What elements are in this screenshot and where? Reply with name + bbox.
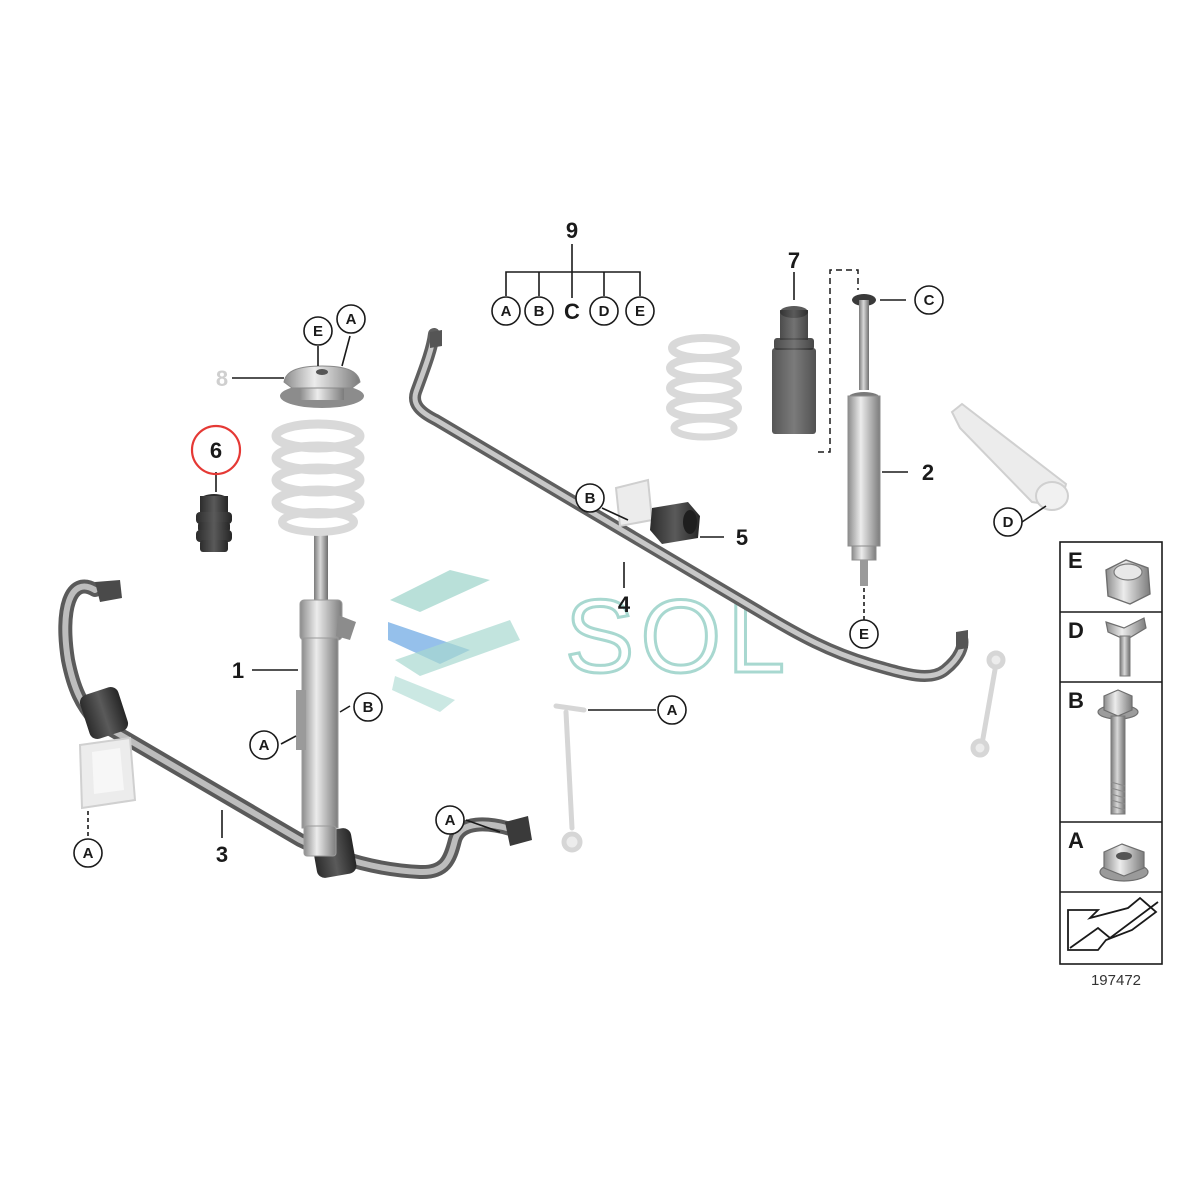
svg-text:A: A	[1068, 828, 1084, 853]
part-number-8: 8	[216, 366, 228, 391]
watermark-logo: SOL	[388, 570, 791, 712]
front-strut-mount	[280, 365, 364, 408]
svg-text:B: B	[1068, 688, 1084, 713]
part-number-1: 1	[232, 658, 244, 683]
hex-cap-nut-icon	[1105, 559, 1151, 605]
svg-text:B: B	[363, 699, 374, 716]
key-row-e: E	[1068, 548, 1151, 605]
rear-stabilizer-bushing	[650, 502, 700, 544]
callout-group9-e: E	[625, 296, 655, 326]
front-strut	[296, 532, 356, 857]
rear-shock-absorber	[847, 294, 881, 586]
callout-d-control-arm: D	[993, 507, 1023, 537]
callout-a-front-strut: A	[249, 730, 279, 760]
svg-text:E: E	[859, 626, 869, 643]
key-row-d: D	[1068, 617, 1147, 677]
callout-group9-d: D	[589, 296, 619, 326]
svg-text:D: D	[1003, 514, 1014, 531]
callout-a-stabilizer-end: A	[435, 805, 465, 835]
part-number-2: 2	[922, 460, 934, 485]
watermark-mark	[395, 620, 520, 676]
wing-bolt-icon	[1105, 617, 1147, 677]
callout-b-rear-bushing: B	[575, 483, 605, 513]
part-number-7: 7	[788, 248, 800, 273]
callout-a-coupling-rod: A	[657, 695, 687, 725]
rear-coupling-rod-ghost	[970, 650, 1006, 758]
rear-coil-spring	[666, 334, 742, 441]
bump-stop	[196, 494, 232, 552]
svg-text:B: B	[534, 303, 545, 320]
part-number-6: 6	[210, 438, 222, 463]
callout-group9-c: C	[564, 299, 580, 324]
svg-text:E: E	[1068, 548, 1083, 573]
watermark-mark	[392, 676, 455, 712]
direction-arrow-icon	[1067, 896, 1159, 951]
callout-a-front-mount: A	[336, 304, 366, 334]
key-row-a: A	[1068, 828, 1149, 882]
front-coil-spring	[271, 419, 365, 536]
part-number-4: 4	[618, 592, 631, 617]
fastener-key-panel: E D B	[1059, 541, 1163, 965]
callout-a-bracket: A	[73, 838, 103, 868]
leader-lines	[87, 244, 1047, 838]
bushing-bracket-ghost	[78, 736, 137, 810]
rear-bushing-bracket-ghost	[614, 478, 654, 528]
callout-c-rear-shock: C	[914, 285, 944, 315]
front-coupling-rod-ghost	[553, 703, 587, 853]
svg-text:D: D	[1068, 618, 1084, 643]
part-number-labels: 9 7 8 6 2 5 4 1 3	[210, 218, 934, 867]
stabilizer-bushing	[79, 687, 129, 739]
callout-e-front-mount: E	[303, 316, 333, 346]
flange-nut-icon	[1099, 843, 1149, 882]
diagram-id: 197472	[1091, 972, 1141, 989]
svg-text:D: D	[599, 303, 610, 320]
callout-e-rear-shock: E	[849, 619, 879, 649]
svg-text:A: A	[445, 812, 456, 829]
svg-text:A: A	[667, 702, 678, 719]
callout-circles: A B C D E E A C B D E B A A A A	[73, 285, 1023, 868]
watermark-mark	[390, 570, 490, 612]
rear-protection-boot	[772, 306, 816, 434]
svg-text:A: A	[259, 737, 270, 754]
callout-group9-a: A	[491, 296, 521, 326]
watermark-text: SOL	[565, 579, 791, 695]
svg-text:A: A	[83, 845, 94, 862]
highlight-ring-part-6	[190, 424, 242, 476]
svg-text:C: C	[924, 292, 935, 309]
part-number-5: 5	[736, 525, 748, 550]
flange-bolt-icon	[1097, 689, 1139, 815]
callout-group9-b: B	[524, 296, 554, 326]
svg-text:E: E	[313, 323, 323, 340]
rear-control-arm-ghost	[950, 402, 1069, 511]
svg-text:C: C	[564, 299, 580, 324]
part-number-3: 3	[216, 842, 228, 867]
svg-text:A: A	[346, 311, 357, 328]
callout-b-front-strut: B	[353, 692, 383, 722]
svg-text:E: E	[635, 303, 645, 320]
key-row-b: B	[1068, 688, 1139, 815]
svg-text:A: A	[501, 303, 512, 320]
assembly-bracket	[818, 269, 859, 453]
part-number-9: 9	[566, 218, 578, 243]
rear-stabilizer-bar	[409, 328, 969, 682]
svg-text:B: B	[585, 490, 596, 507]
